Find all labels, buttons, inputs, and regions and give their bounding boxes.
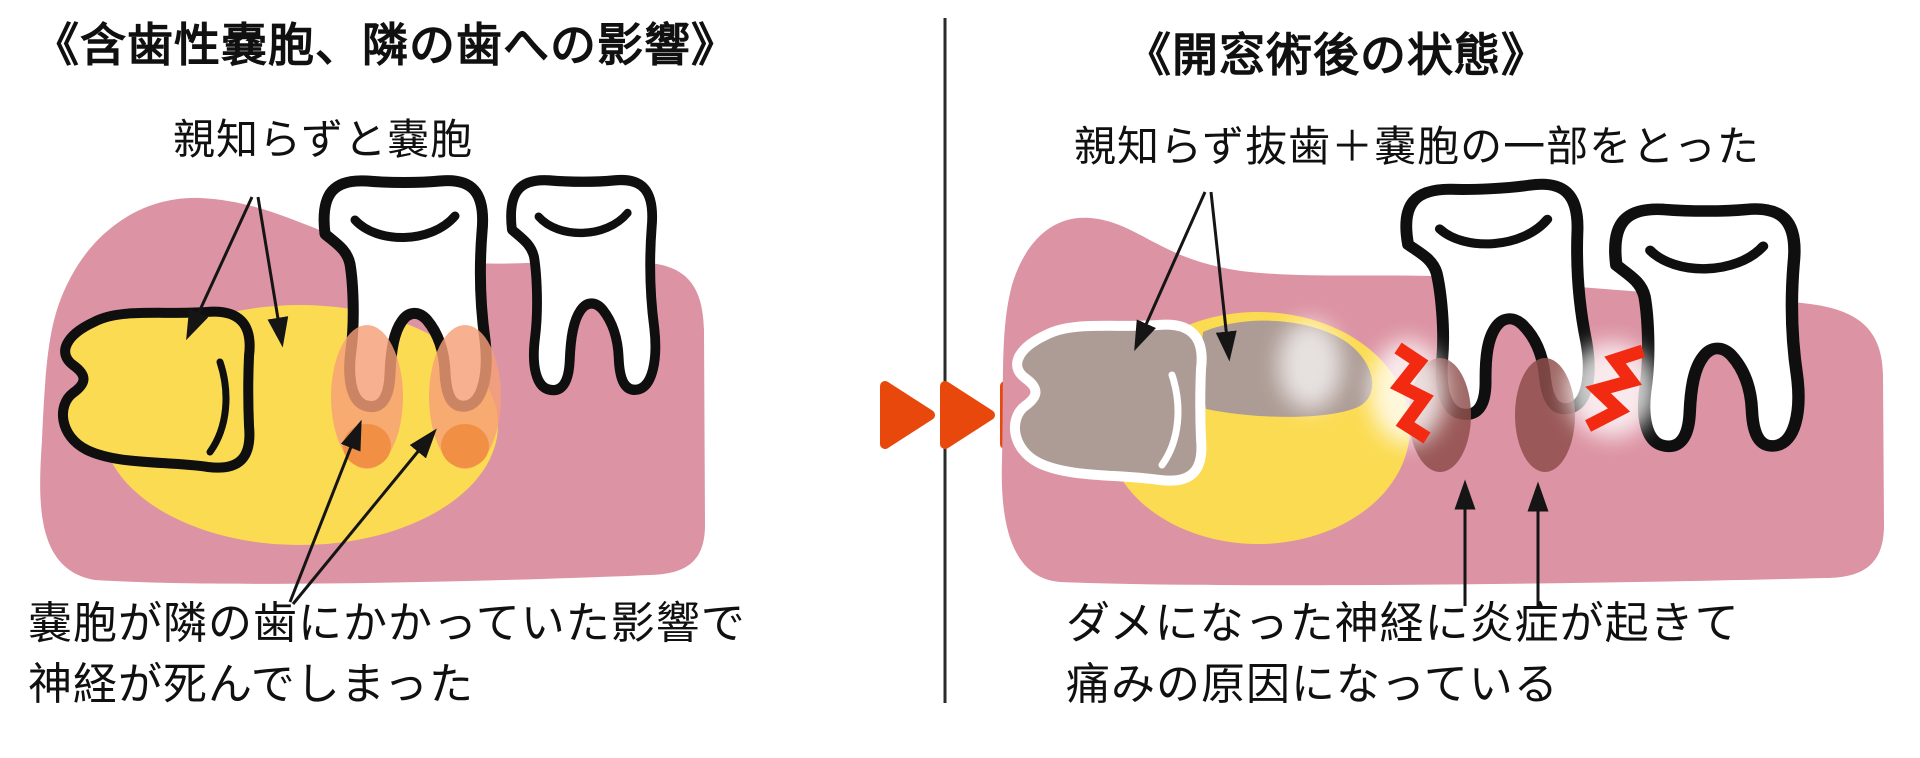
annotation-arrow [288, 419, 362, 603]
left-panel-title: 《含歯性嚢胞、隣の歯への影響》 [33, 18, 738, 72]
left-panel-annotation: 親知らずと嚢胞 [173, 115, 474, 164]
annotation-arrow [291, 428, 437, 605]
transition-arrow-icon [940, 381, 995, 449]
annotation-arrow [186, 196, 254, 341]
right-panel-caption-line2: 痛みの原因になっている [1066, 659, 1559, 710]
wisdom-tooth-ghost-outline [1015, 325, 1202, 481]
left-caption-arrows [288, 419, 437, 605]
left-wisdom-tooth [63, 312, 250, 468]
removed-wisdom-tooth [1015, 325, 1202, 481]
pain-zigzag-icon [1389, 342, 1434, 444]
left-panel-caption-line2: 神経が死んでしまった [28, 659, 475, 710]
left-panel-caption-line1: 嚢胞が隣の歯にかかっていた影響で [28, 598, 746, 649]
annotation-arrow [1134, 191, 1207, 352]
transition-arrow-icon [880, 381, 935, 449]
annotation-arrow [256, 196, 289, 348]
wisdom-tooth-outline [63, 312, 250, 468]
dead-nerve-root-right [1515, 358, 1575, 472]
pain-glow [1278, 320, 1342, 410]
right-panel-annotation: 親知らず抜歯＋嚢胞の一部をとった [1074, 122, 1760, 171]
annotation-arrow [1209, 191, 1237, 362]
left-label-arrows [186, 196, 289, 348]
right-label-arrows [1134, 191, 1237, 362]
right-panel-caption-line1: ダメになった神経に炎症が起きて [1066, 598, 1740, 649]
pain-zigzag-icon [1585, 344, 1645, 432]
right-caption-arrows [1454, 479, 1549, 606]
right-panel-title: 《開窓術後の状態》 [1125, 28, 1548, 82]
inflamed-root-tip-right [441, 424, 489, 468]
